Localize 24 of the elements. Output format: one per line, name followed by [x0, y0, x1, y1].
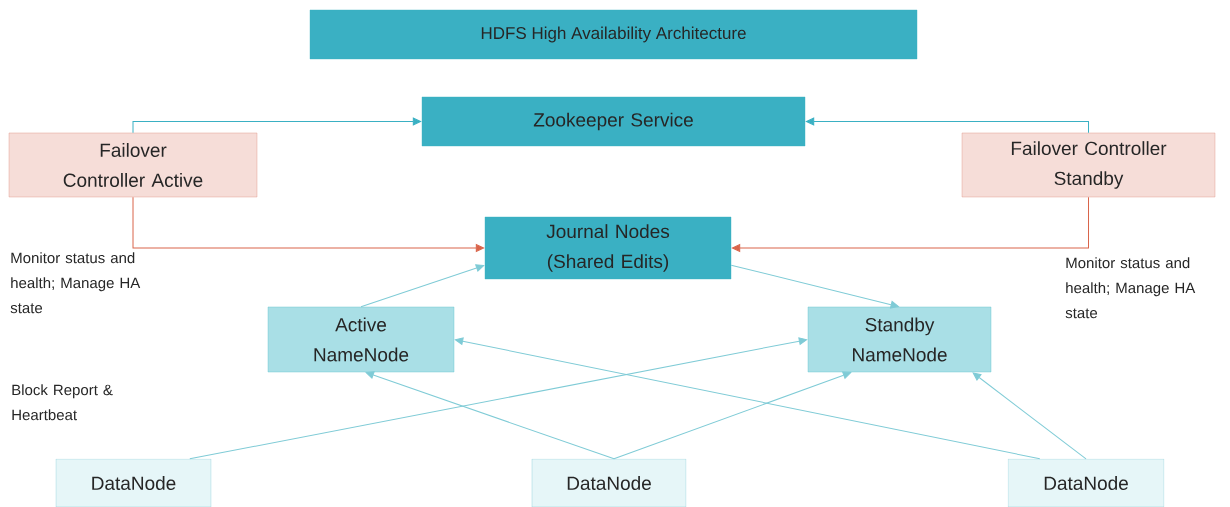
note-text: Monitor status and health; Manage HA state [1065, 257, 1196, 319]
process-box: Zookeeper Service [421, 96, 806, 147]
process-box: Journal Nodes (Shared Edits) [484, 216, 732, 280]
note-text: Block Report & Heartbeat [12, 384, 113, 421]
datanode-box: DataNode [531, 458, 687, 507]
arrow [731, 196, 1089, 252]
datanode-box: DataNode [55, 458, 212, 507]
arrow [132, 117, 422, 134]
arrow [730, 264, 899, 309]
arrow [189, 337, 808, 460]
arrow [972, 372, 1087, 460]
namenode-box: Active NameNode [267, 306, 455, 373]
arrow [613, 371, 852, 460]
arrow [360, 264, 485, 308]
arrow [365, 371, 615, 460]
arrow [805, 117, 1089, 134]
arrow [454, 337, 1041, 460]
arrow [132, 196, 485, 252]
controller-box: Failover Controller Active [8, 132, 258, 198]
datanode-box: DataNode [1007, 458, 1165, 507]
title-banner: HDFS High Availability Architecture [309, 9, 918, 60]
namenode-box: Standby NameNode [807, 306, 992, 373]
controller-box: Failover Controller Standby [961, 132, 1216, 198]
note-text: Monitor status and health; Manage HA state [10, 252, 141, 314]
